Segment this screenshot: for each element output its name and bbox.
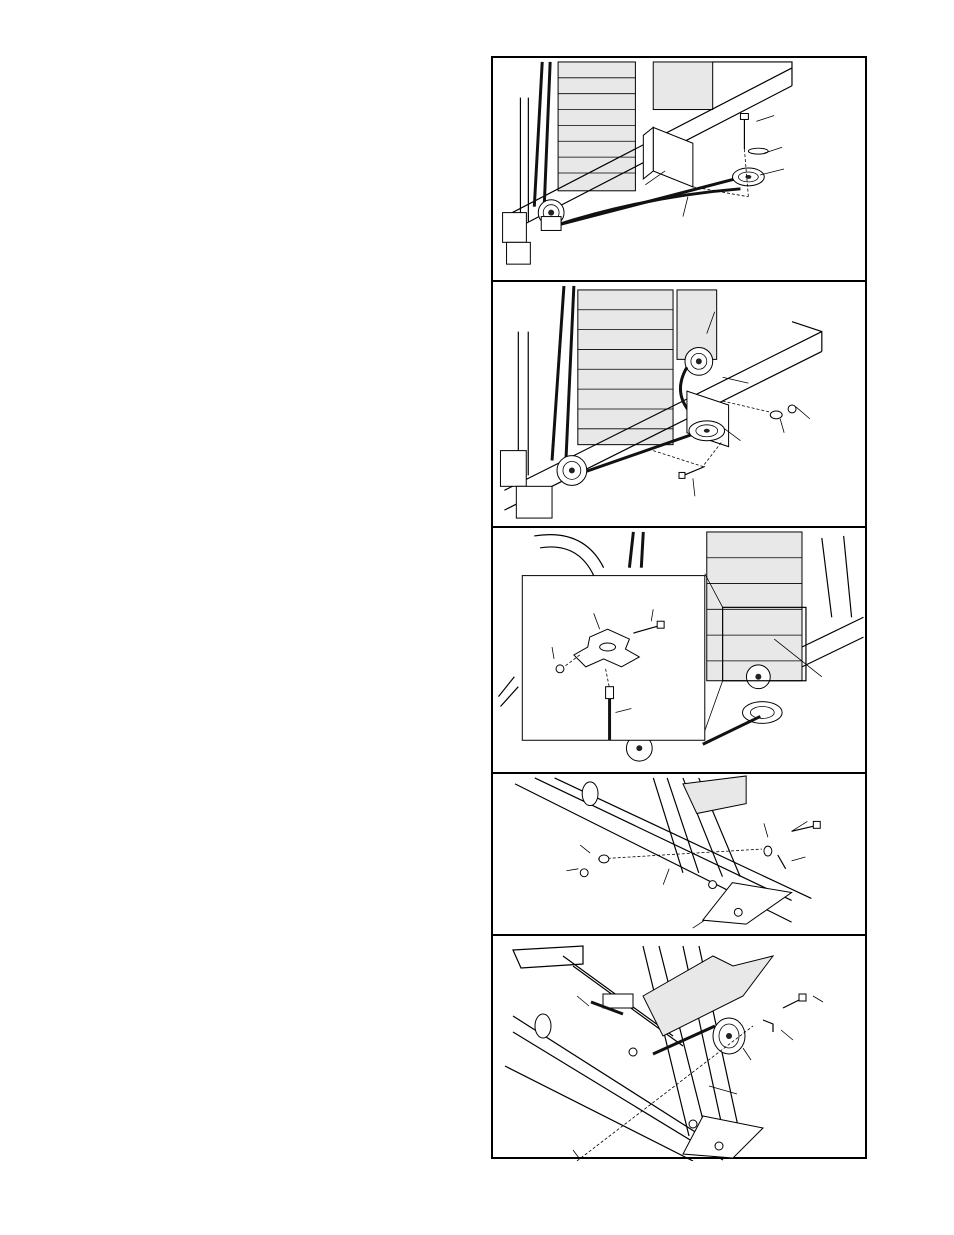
pulley-right-upper	[746, 665, 770, 689]
assembly-panel-2	[493, 282, 865, 528]
panel-4-drawing	[493, 774, 865, 934]
panel-3-drawing	[493, 528, 865, 772]
assembly-panel-1	[493, 58, 865, 282]
right-pulley	[733, 168, 765, 186]
pulley-right-lower	[742, 702, 782, 724]
cable-end-plate-inset	[522, 576, 705, 741]
assembly-panel-5	[493, 936, 865, 1161]
panel-5-drawing	[493, 936, 865, 1161]
lower-pulley	[689, 421, 725, 441]
left-pulley	[538, 200, 564, 231]
assembly-panel-3	[493, 528, 865, 774]
assembly-illustration-frame	[491, 56, 867, 1159]
panel-2-drawing	[493, 282, 865, 526]
panel-1-drawing	[493, 58, 865, 280]
assembly-panel-4	[493, 774, 865, 936]
upper-pulley	[685, 347, 713, 375]
lower-left-pulley	[557, 456, 587, 486]
